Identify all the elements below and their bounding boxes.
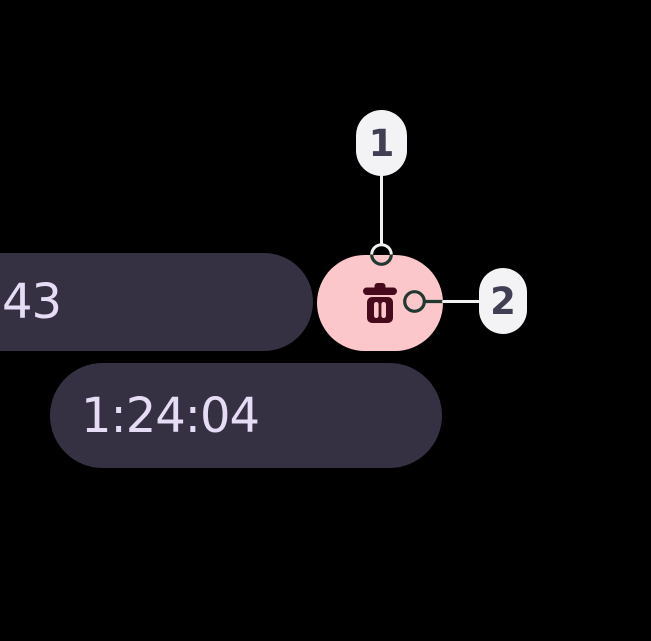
callout-2-label: 2 [490,279,516,323]
callout-2-badge: 2 [479,268,527,334]
callout-1-badge: 1 [356,110,407,176]
callout-1-label: 1 [368,121,395,165]
duration-pill: 1:24:04 [50,363,442,468]
count-pill-value: 43 [2,274,62,330]
trash-icon [363,283,397,323]
delete-button[interactable] [317,255,443,351]
count-pill: 43 [0,253,313,351]
callout-1-anchor-top [370,243,393,256]
duration-pill-value: 1:24:04 [81,387,260,444]
